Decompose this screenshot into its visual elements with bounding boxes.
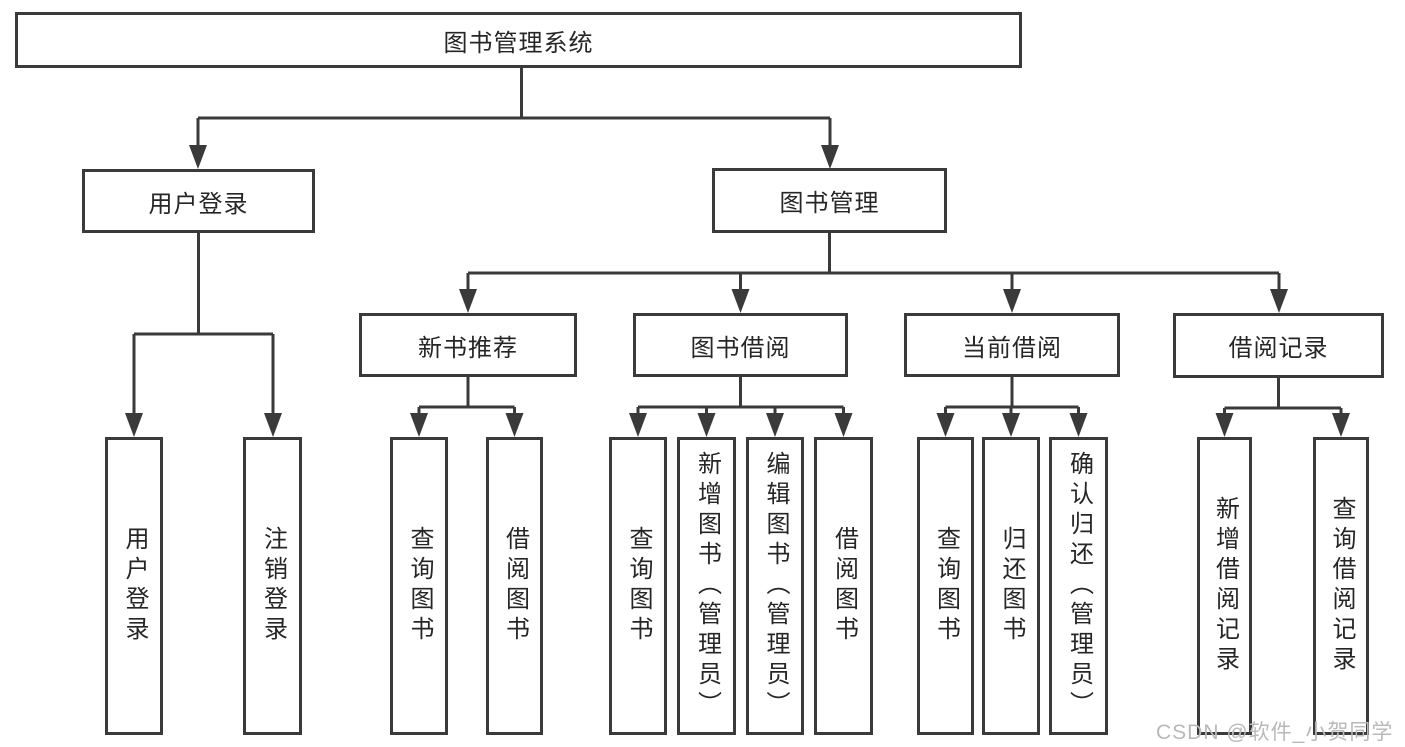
node-label: 用户登录	[148, 190, 249, 218]
node-library-management-system: 图书管理系统	[15, 12, 1022, 68]
node-label: 查询借阅记录	[1328, 496, 1355, 676]
node-label: 新增图书（管理员）	[693, 451, 721, 721]
leaf-logout: 注销登录	[243, 437, 302, 735]
leaf-query-borrow-record: 查询借阅记录	[1313, 437, 1369, 735]
node-label: 查询图书	[625, 526, 652, 646]
node-book-management: 图书管理	[712, 168, 947, 233]
leaf-edit-books-admin: 编辑图书（管理员）	[746, 437, 804, 735]
node-label: 借阅记录	[1228, 335, 1329, 362]
leaf-add-books-admin: 新增图书（管理员）	[677, 437, 736, 735]
node-label: 新书推荐	[418, 334, 518, 362]
node-label: 编辑图书（管理员）	[762, 451, 789, 721]
node-label: 借阅图书	[501, 526, 529, 646]
node-user-login: 用户登录	[82, 169, 315, 233]
node-label: 注销登录	[259, 526, 287, 646]
leaf-return-books: 归还图书	[982, 437, 1040, 735]
node-label: 图书管理	[779, 190, 880, 217]
leaf-query-books-3: 查询图书	[917, 437, 974, 735]
node-label: 查询图书	[932, 526, 960, 646]
leaf-query-books-1: 查询图书	[390, 437, 448, 735]
node-label: 确认归还（管理员）	[1065, 451, 1093, 721]
node-current-borrowing: 当前借阅	[904, 313, 1120, 377]
node-label: 查询图书	[406, 526, 433, 646]
leaf-confirm-return-admin: 确认归还（管理员）	[1049, 437, 1108, 735]
csdn-watermark: CSDN @软件_小贺同学	[1156, 721, 1394, 744]
node-label: 用户登录	[121, 526, 148, 646]
node-new-book-recommend: 新书推荐	[359, 313, 577, 377]
node-label: 图书管理系统	[443, 29, 594, 57]
node-label: 归还图书	[998, 526, 1025, 646]
node-label: 当前借阅	[962, 334, 1062, 362]
node-label: 借阅图书	[830, 526, 858, 646]
leaf-user-login: 用户登录	[105, 437, 163, 735]
node-book-borrowing: 图书借阅	[633, 313, 848, 377]
node-label: 图书借阅	[690, 334, 791, 362]
leaf-borrow-books-1: 借阅图书	[486, 437, 543, 735]
node-borrowing-records: 借阅记录	[1173, 313, 1384, 378]
leaf-add-borrow-record: 新增借阅记录	[1197, 437, 1252, 735]
leaf-query-books-2: 查询图书	[609, 437, 667, 735]
leaf-borrow-books-2: 借阅图书	[814, 437, 873, 735]
node-label: 新增借阅记录	[1211, 496, 1239, 676]
